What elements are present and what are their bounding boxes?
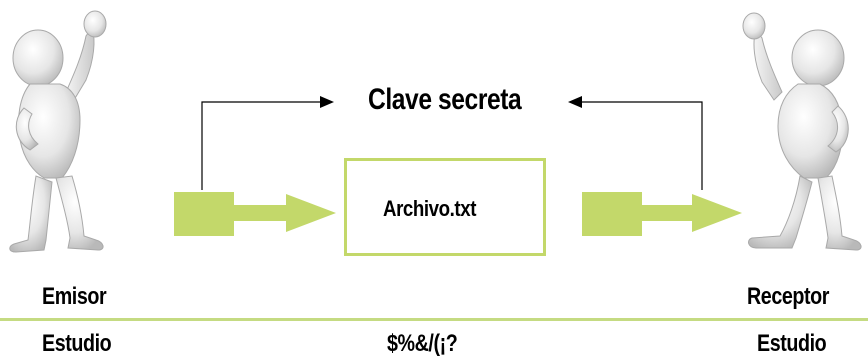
plaintext-left: Estudio — [42, 330, 112, 357]
key-arrow-left — [201, 96, 334, 190]
file-box — [344, 158, 546, 256]
sender-label: Emisor — [42, 283, 107, 310]
receiver-label: Receptor — [747, 283, 830, 310]
receiver-figure — [742, 12, 862, 251]
data-arrow-right — [582, 192, 742, 236]
plaintext-right: Estudio — [757, 330, 827, 357]
data-arrow-left — [174, 192, 336, 236]
key-arrow-right — [568, 96, 703, 190]
file-label: Archivo.txt — [383, 196, 477, 221]
secret-key-title: Clave secreta — [368, 83, 522, 116]
ciphertext: $%&/(¡? — [387, 330, 458, 357]
sender-figure — [9, 10, 107, 253]
divider-line — [0, 318, 868, 321]
